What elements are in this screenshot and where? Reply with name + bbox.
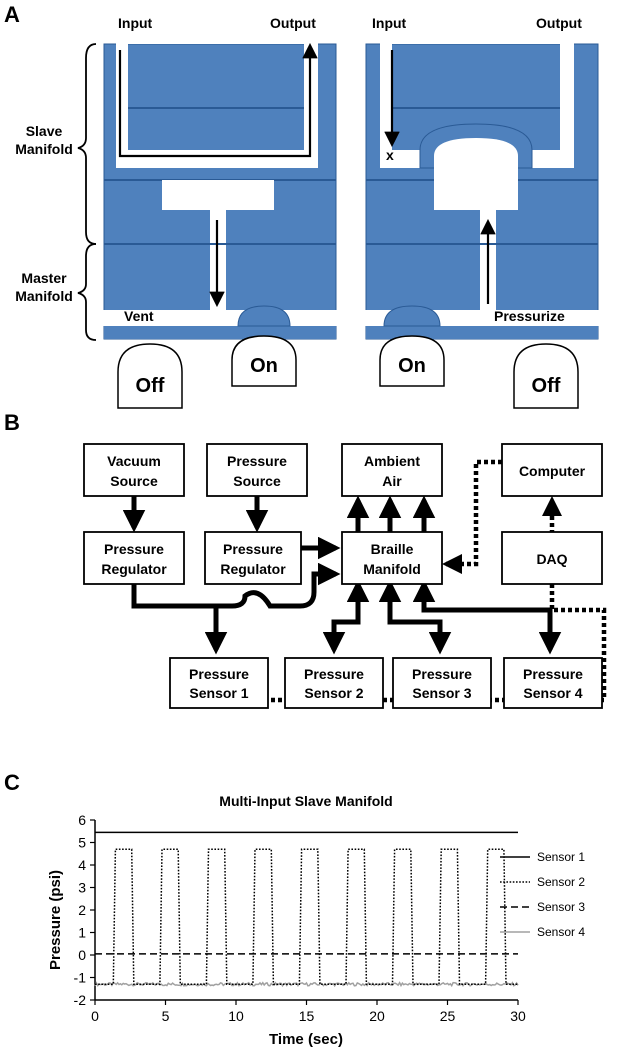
- y-tick-label: 3: [78, 880, 86, 896]
- manifold-left: [98, 38, 342, 340]
- box-pressure-regulator-1: Pressure Regulator: [83, 531, 185, 585]
- sensor-1-line1: Pressure: [189, 666, 249, 682]
- box-ambient-air: Ambient Air: [341, 443, 443, 497]
- right-off-label: Off: [532, 375, 561, 397]
- sensor-2-line1: Pressure: [304, 666, 364, 682]
- pressure-regulator-2-line2: Regulator: [220, 561, 286, 577]
- left-on-label: On: [250, 355, 278, 377]
- slave-manifold-label-line2: Manifold: [15, 141, 73, 157]
- right-input-label: Input: [372, 15, 407, 31]
- legend-label-3: Sensor 3: [537, 900, 585, 914]
- series-line-4: [94, 981, 519, 988]
- box-pressure-sensor-1: Pressure Sensor 1: [169, 657, 269, 709]
- pressure-regulator-1-line1: Pressure: [104, 541, 164, 557]
- panel-a-letter: A: [4, 2, 20, 27]
- ambient-air-line1: Ambient: [364, 453, 420, 469]
- left-on-button: [231, 335, 297, 387]
- box-computer: Computer: [501, 443, 603, 497]
- x-tick-label: 10: [228, 1008, 244, 1024]
- slave-brace: [77, 43, 97, 245]
- sensor-2-line2: Sensor 2: [304, 685, 363, 701]
- sensor-1-line2: Sensor 1: [189, 685, 248, 701]
- sensor-4-line1: Pressure: [523, 666, 583, 682]
- master-manifold-label-line2: Manifold: [15, 288, 73, 304]
- panel-b-letter: B: [4, 410, 20, 435]
- blocked-mark: x: [386, 147, 394, 163]
- y-tick-label: 5: [78, 835, 86, 851]
- master-brace: [77, 243, 97, 341]
- box-pressure-sensor-3: Pressure Sensor 3: [392, 657, 492, 709]
- y-tick-label: 0: [78, 947, 86, 963]
- x-tick-label: 30: [510, 1008, 526, 1024]
- chart-plot: -2 -1 0 1 2 3 4 5 6 0 5 10 15 20 25 30: [74, 812, 526, 1024]
- pressure-source-line2: Source: [233, 473, 281, 489]
- panel-c-letter: C: [4, 770, 20, 795]
- master-manifold-label-line1: Master: [21, 270, 67, 286]
- sensor-3-line2: Sensor 3: [412, 685, 471, 701]
- right-off-button: [513, 343, 579, 409]
- braille-manifold-line2: Manifold: [363, 561, 421, 577]
- chart-title: Multi-Input Slave Manifold: [219, 793, 392, 809]
- pressurize-label: Pressurize: [494, 308, 565, 324]
- series-line-2: [95, 848, 518, 986]
- chart-legend: Sensor 1 Sensor 2 Sensor 3 Sensor 4: [500, 850, 585, 939]
- legend-label-2: Sensor 2: [537, 875, 585, 889]
- y-axis-label: Pressure (psi): [47, 870, 64, 970]
- legend-label-1: Sensor 1: [537, 850, 585, 864]
- y-tick-label: 1: [78, 925, 86, 941]
- manifold-right: [360, 38, 604, 340]
- sensor-3-line1: Pressure: [412, 666, 472, 682]
- box-braille-manifold: Braille Manifold: [341, 531, 443, 585]
- vacuum-source-line2: Source: [110, 473, 158, 489]
- left-input-label: Input: [118, 15, 153, 31]
- box-pressure-sensor-4: Pressure Sensor 4: [503, 657, 603, 709]
- y-tick-label: -2: [74, 992, 87, 1008]
- left-off-label: Off: [136, 375, 165, 397]
- x-axis-label: Time (sec): [269, 1031, 343, 1048]
- right-on-button: [379, 335, 445, 387]
- sensor-4-line2: Sensor 4: [523, 685, 582, 701]
- panel-b: B Vacuum: [4, 410, 607, 709]
- y-tick-label: -1: [74, 970, 87, 986]
- pneumatic-connectors: [122, 495, 562, 655]
- right-on-label: On: [398, 355, 426, 377]
- computer-label: Computer: [519, 463, 586, 479]
- x-tick-label: 15: [299, 1008, 315, 1024]
- y-tick-label: 2: [78, 902, 86, 918]
- box-pressure-source: Pressure Source: [206, 443, 308, 497]
- vacuum-source-line1: Vacuum: [107, 453, 161, 469]
- left-off-button: [117, 343, 183, 409]
- box-daq: DAQ: [501, 531, 603, 585]
- left-output-label: Output: [270, 15, 316, 31]
- x-tick-label: 25: [440, 1008, 456, 1024]
- x-tick-label: 20: [369, 1008, 385, 1024]
- slave-manifold-label-line1: Slave: [26, 123, 63, 139]
- right-output-label: Output: [536, 15, 582, 31]
- y-tick-label: 4: [78, 857, 86, 873]
- box-pressure-sensor-2: Pressure Sensor 2: [284, 657, 384, 709]
- pressure-source-line1: Pressure: [227, 453, 287, 469]
- y-tick-label: 6: [78, 812, 86, 828]
- pressure-regulator-1-line2: Regulator: [101, 561, 167, 577]
- box-vacuum-source: Vacuum Source: [83, 443, 185, 497]
- ambient-air-line2: Air: [382, 473, 402, 489]
- panel-c: C Multi-Input Slave Manifold -2 -1 0 1 2 3 4 5 6…: [4, 770, 585, 1048]
- x-tick-label: 5: [162, 1008, 170, 1024]
- box-pressure-regulator-2: Pressure Regulator: [204, 531, 302, 585]
- braille-manifold-line1: Braille: [371, 541, 414, 557]
- pressure-regulator-2-line1: Pressure: [223, 541, 283, 557]
- daq-label: DAQ: [536, 551, 567, 567]
- panel-a: A Slave Manifold Master Manifold: [4, 2, 604, 409]
- x-tick-label: 0: [91, 1008, 99, 1024]
- legend-label-4: Sensor 4: [537, 925, 585, 939]
- vent-label: Vent: [124, 308, 154, 324]
